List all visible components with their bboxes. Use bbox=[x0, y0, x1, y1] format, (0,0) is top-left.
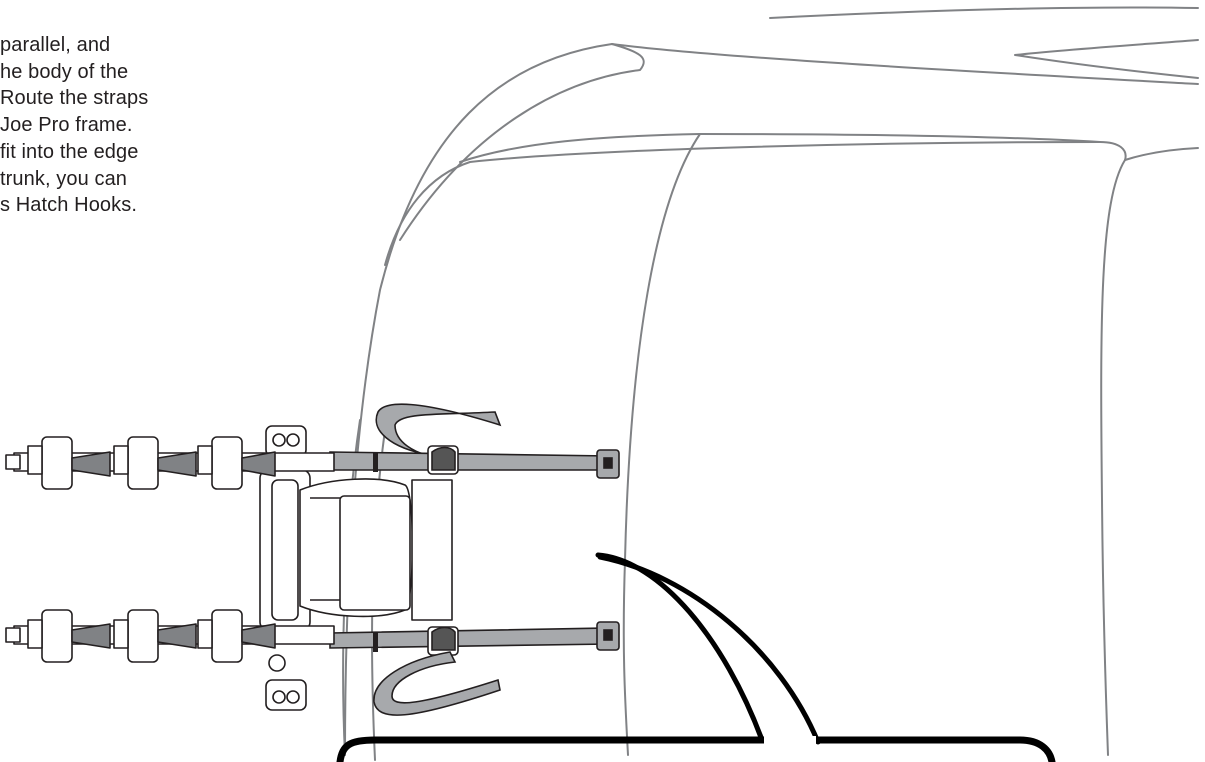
callout-gap bbox=[764, 736, 816, 746]
instruction-line: s Hatch Hooks. bbox=[0, 194, 138, 217]
instruction-text: parallel, and he body of the Route the s… bbox=[0, 32, 240, 219]
car-trunk-icon bbox=[342, 6, 1199, 761]
instruction-line: trunk, you can bbox=[0, 167, 128, 190]
cradle bbox=[27, 609, 276, 663]
instruction-line: fit into the edge bbox=[0, 140, 139, 163]
bike-rack-icon bbox=[5, 425, 453, 711]
callout-pointer-icon bbox=[336, 552, 1056, 762]
cradle bbox=[27, 436, 276, 490]
instruction-line: Joe Pro frame. bbox=[0, 114, 133, 137]
instruction-line: he body of the bbox=[0, 60, 129, 83]
instruction-line: Route the straps bbox=[0, 87, 149, 110]
instruction-line: parallel, and bbox=[0, 34, 111, 56]
